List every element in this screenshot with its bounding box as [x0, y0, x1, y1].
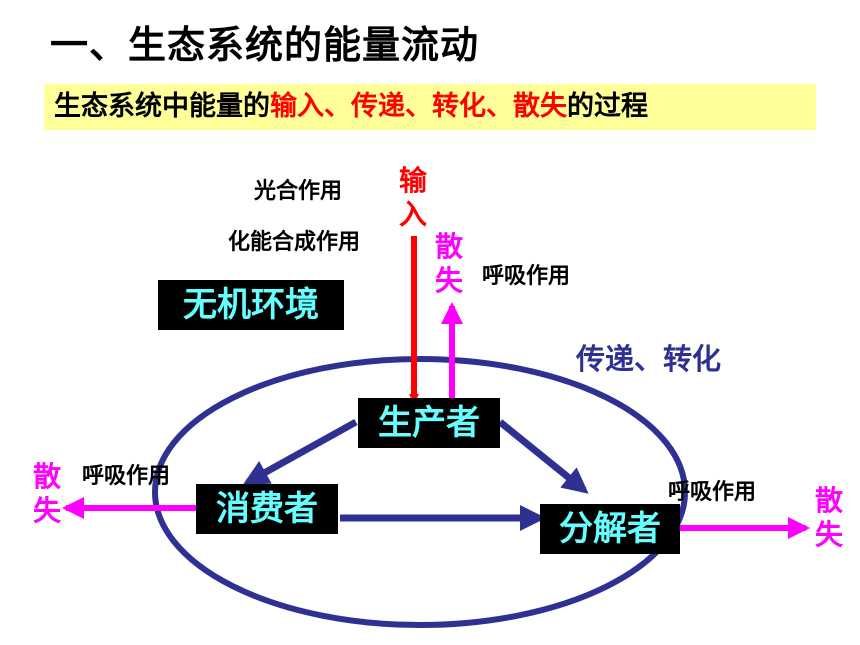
definition-banner: 生态系统中能量的输入、传递、转化、散失的过程 [44, 84, 816, 130]
label-loss-producer: 散失 [434, 230, 463, 297]
node-consumer: 消费者 [196, 484, 338, 534]
label-photosynthesis: 光合作用 [254, 179, 343, 204]
label-respiration-producer: 呼吸作用 [482, 264, 571, 289]
ecosystem-ellipse [152, 356, 688, 628]
label-loss-decomposer: 散失 [814, 484, 843, 551]
page-title: 一、生态系统的能量流动 [50, 23, 480, 67]
label-transfer-transform: 传递、转化 [576, 342, 722, 376]
label-input: 输入 [398, 164, 427, 231]
node-abiotic-environment: 无机环境 [158, 280, 344, 330]
node-decomposer: 分解者 [540, 504, 680, 554]
producer-to-decomposer-arrow [497, 419, 589, 494]
label-respiration-consumer: 呼吸作用 [82, 464, 171, 489]
node-producer: 生产者 [358, 398, 500, 448]
label-loss-consumer: 散失 [32, 460, 61, 527]
banner-highlight: 输入、传递、转化、散失 [270, 91, 567, 122]
label-chemosynthesis: 化能合成作用 [228, 230, 361, 255]
label-respiration-decomposer: 呼吸作用 [668, 480, 757, 505]
producer-to-consumer-arrow [242, 418, 358, 486]
banner-suffix: 的过程 [567, 91, 648, 122]
banner-prefix: 生态系统中能量的 [54, 91, 270, 122]
